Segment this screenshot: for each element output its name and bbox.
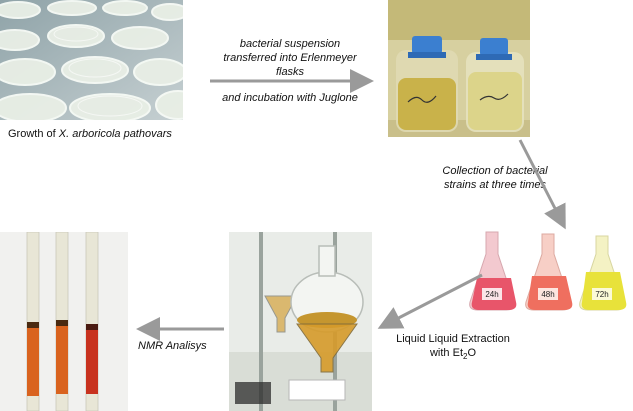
incubation-caption: and incubation with Juglone [222, 92, 358, 104]
nmr-tube-1-liquid [27, 326, 39, 396]
growth-caption-species: X. arboricola [58, 128, 121, 140]
extraction-caption-subscript: 2 [463, 352, 468, 362]
flask-48h-label: 48h [541, 290, 554, 299]
growth-caption-suffix: pathovars [120, 128, 172, 140]
nmr-caption: NMR Analisys [138, 340, 207, 352]
nmr-tubes-photo [0, 232, 128, 411]
collection-caption-line1: Collection of bacterial [442, 165, 548, 177]
collection-caption-line2: strains at three times [443, 179, 547, 191]
bottle-1-cap [412, 36, 442, 54]
collection-caption: Collection of bacterial strains at three… [425, 164, 565, 192]
transfer-caption-line1: bacterial suspension [239, 38, 341, 50]
nmr-tube-3-liquid [86, 328, 98, 394]
transfer-caption-line2: transferred into Erlenmeyer [223, 52, 357, 64]
petri-dishes-illustration [0, 0, 183, 120]
growth-caption-prefix: Growth of [8, 128, 59, 140]
nmr-tubes-illustration [0, 232, 128, 411]
extraction-illustration [229, 232, 372, 411]
bottle-1-liquid [398, 78, 456, 130]
transfer-caption: bacterial suspension transferred into Er… [210, 37, 370, 79]
extraction-caption-line2: with Et2O [378, 346, 528, 364]
flask-24h-label: 24h [485, 290, 498, 299]
bottle-2-cap [480, 38, 508, 56]
extraction-photo [229, 232, 372, 411]
nmr-tube-2-liquid [56, 324, 68, 394]
arrow-bottles-to-flasks [518, 139, 566, 230]
petri-dishes-photo [0, 0, 183, 120]
bottles-photo [388, 0, 530, 137]
flasks-illustration: 24h 48h 72h [468, 226, 633, 316]
extraction-caption-line2-prefix: with Et [429, 347, 463, 359]
arrow-flasks-to-extraction [377, 273, 483, 329]
extraction-caption-line2-suffix: O [467, 347, 477, 359]
flasks-photo: 24h 48h 72h [468, 226, 633, 316]
growth-caption: Growth of X. arboricola pathovars [8, 127, 198, 141]
transfer-caption-line3: flasks [275, 66, 305, 78]
flask-72h-label: 72h [595, 290, 608, 299]
extraction-caption: Liquid Liquid Extraction with Et2O [378, 332, 528, 364]
extraction-caption-line1: Liquid Liquid Extraction [396, 333, 510, 345]
bottles-illustration [388, 0, 530, 137]
